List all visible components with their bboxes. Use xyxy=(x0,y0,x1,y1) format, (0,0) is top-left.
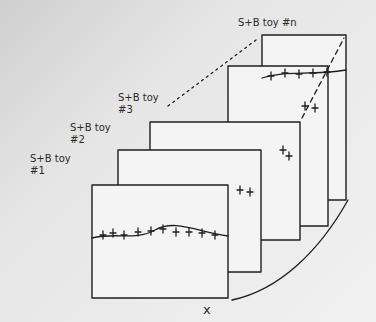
perspective-line xyxy=(302,38,344,118)
panel-label: S+B toy #1 xyxy=(30,153,74,177)
data-crosses xyxy=(237,186,253,196)
axis-label: x xyxy=(203,303,211,317)
perspective-line xyxy=(232,200,348,300)
plot-panel: S+B toy #3 xyxy=(150,122,300,240)
data-crosses xyxy=(280,146,292,160)
plot-panel: S+B toy #1 xyxy=(92,185,228,298)
data-crosses xyxy=(268,68,330,80)
panel-label: S+B toy #2 xyxy=(70,122,114,146)
panel-label: S+B toy #n xyxy=(238,17,297,29)
data-crosses xyxy=(100,225,218,239)
data-crosses xyxy=(302,102,318,112)
plot-panel: S+B toy #n xyxy=(262,35,346,200)
perspective-line xyxy=(168,40,256,106)
panel-1 xyxy=(92,185,228,298)
panel-label: S+B toy #3 xyxy=(118,92,162,116)
plot-panel: S+B toy #2 xyxy=(118,150,261,272)
fit-curve xyxy=(262,70,346,78)
fit-curve xyxy=(92,225,228,238)
